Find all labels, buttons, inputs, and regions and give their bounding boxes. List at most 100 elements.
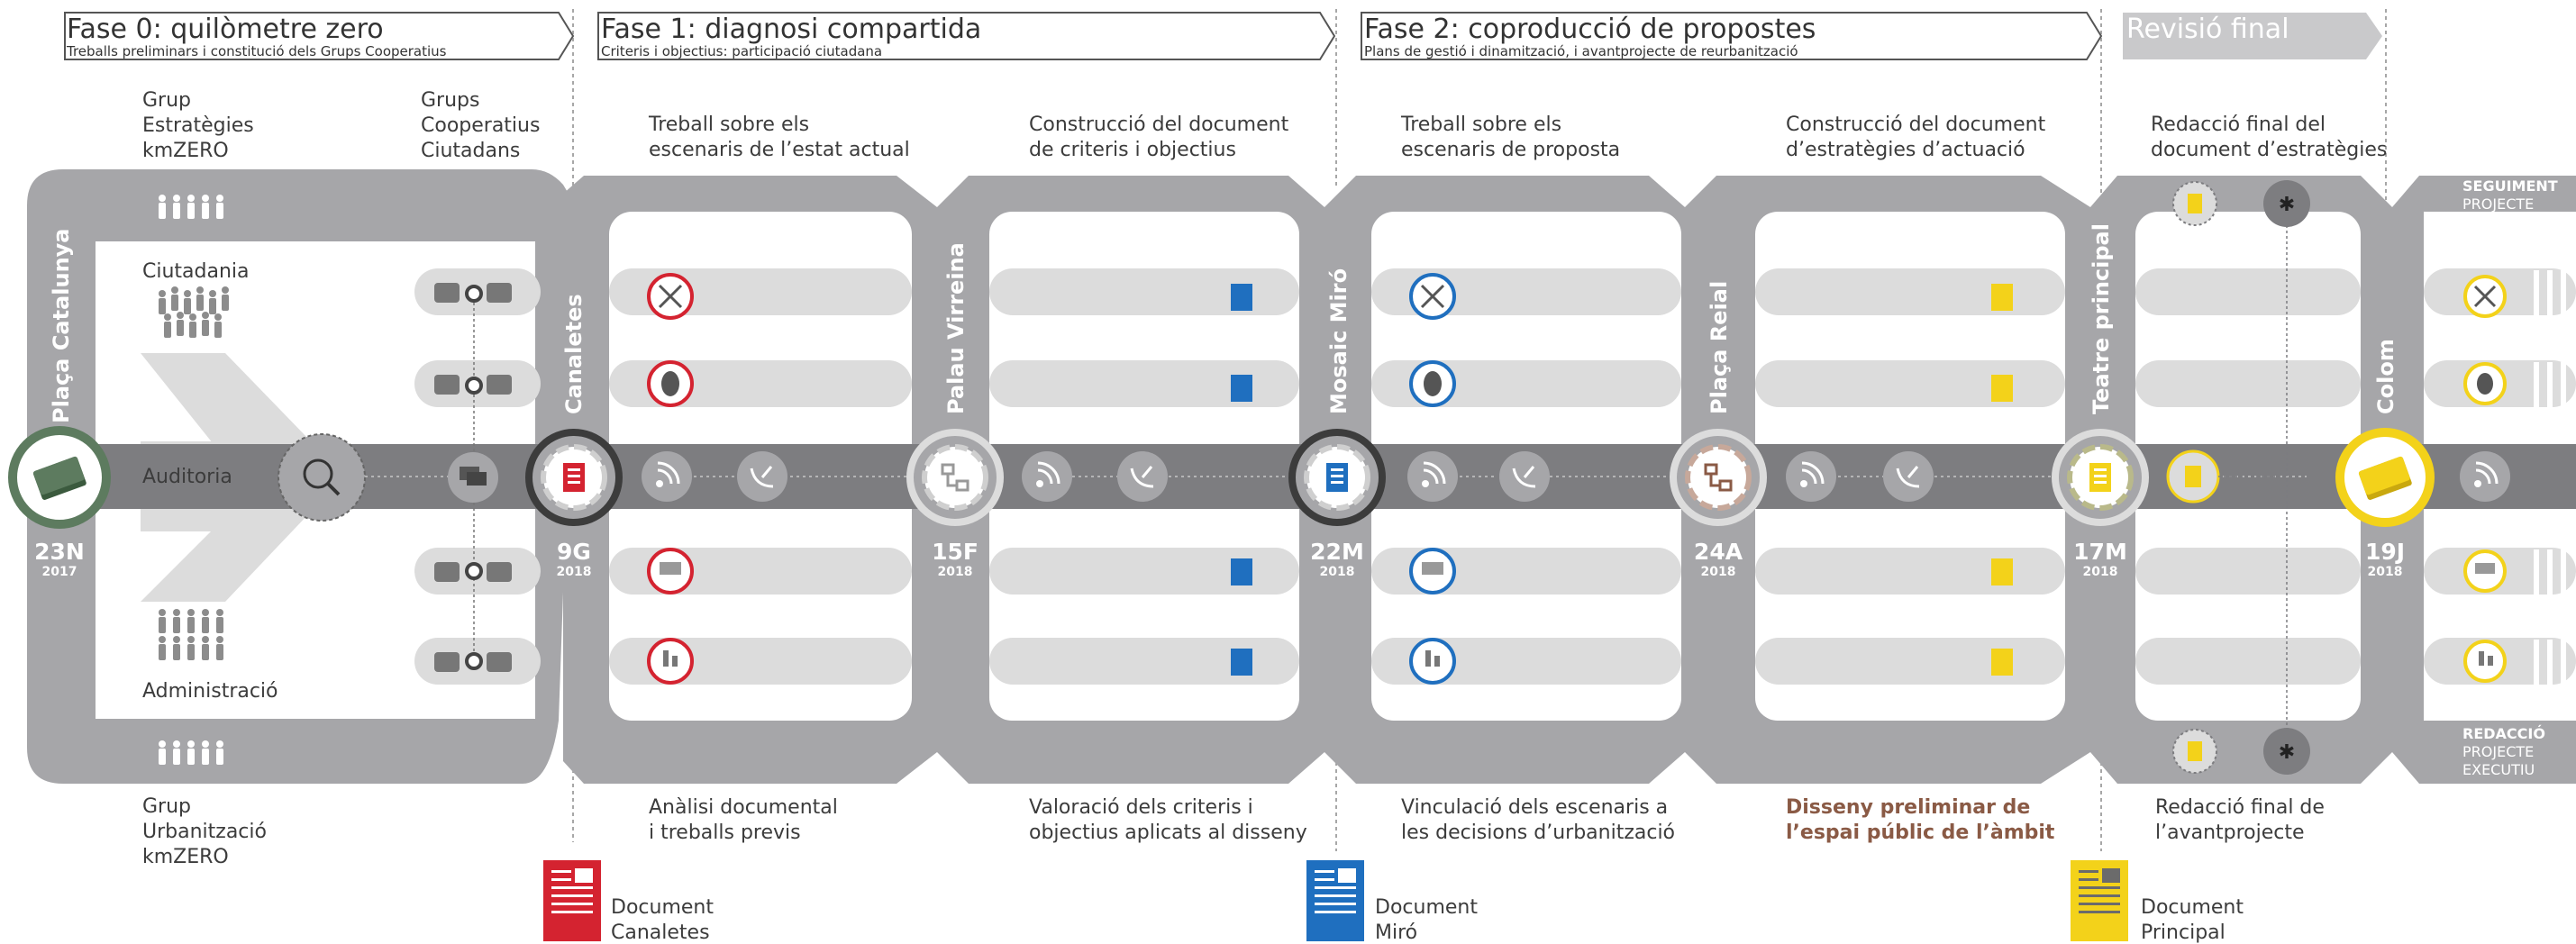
end-stripes — [2534, 270, 2566, 685]
lane-icons-yellow — [2463, 275, 2507, 683]
stage-year: 2017 — [42, 565, 77, 579]
svg-text:EXECUTIU: EXECUTIU — [2462, 761, 2535, 778]
document-icon — [563, 463, 585, 492]
rss-feed-icon — [1786, 451, 1836, 502]
document-icon — [1326, 463, 1348, 492]
stage-name: Palau Virreina — [943, 242, 969, 414]
lane-icons-blue-docs — [1231, 284, 1252, 676]
document-icon — [1231, 375, 1252, 402]
label-grup-urbanitzacio: Grup Urbanització kmZERO — [142, 795, 273, 868]
rss-feed-icon — [1407, 451, 1458, 502]
stage-teatre-principal: Teatre principal 17M 2018 — [2052, 223, 2149, 579]
output-document-miro: Document Miró — [1306, 860, 1478, 944]
stage-mosaic-miro: Mosaic Miró 22M 2018 — [1288, 268, 1386, 579]
family-icon — [647, 638, 694, 685]
document-icon — [1231, 284, 1252, 311]
satellite-dish-icon — [1883, 451, 1934, 502]
stage-name: Canaletes — [561, 294, 587, 414]
svg-text:Miró: Miró — [1375, 921, 1417, 944]
stage-year: 2018 — [1701, 565, 1736, 579]
phase-title: Fase 0: quilòmetre zero — [67, 14, 384, 45]
stage-placa-reial: Plaça Reial 24A 2018 — [1670, 281, 1767, 579]
stage-palau-virreina: Palau Virreina 15F 2018 — [906, 242, 1004, 579]
stage-year: 2018 — [2368, 565, 2403, 579]
stage-year: 2018 — [2083, 565, 2118, 579]
stage-year: 2018 — [557, 565, 592, 579]
svg-text:EXECUTIU: EXECUTIU — [2462, 213, 2535, 231]
label-grups-cooperatius: Grups Cooperatius Ciutadans — [421, 89, 546, 162]
stage-date: 24A — [1694, 539, 1743, 565]
book-icon — [32, 456, 86, 500]
satellite-dish-icon — [1117, 451, 1168, 502]
phase-subtitle: Plans de gestió i dinamització, i avantp… — [1364, 43, 1798, 59]
stage-canaletes: Canaletes 9G 2018 — [525, 294, 623, 579]
document-icon — [2166, 449, 2220, 504]
flowchart-icon — [941, 463, 969, 492]
book-icon — [2358, 456, 2412, 500]
phase-title: Fase 1: diagnosi compartida — [601, 14, 981, 45]
document-icon — [2089, 463, 2111, 492]
document-icon — [1991, 375, 2013, 402]
stage-name: Colom — [2373, 339, 2399, 414]
lane-icons-yellow-docs — [1991, 284, 2013, 676]
document-icon — [1991, 558, 2013, 585]
axis-icons — [642, 449, 2510, 504]
document-icon — [1991, 284, 2013, 311]
stage-date: 9G — [557, 539, 591, 565]
stage-colom: Colom 19J 2018 — [2335, 339, 2435, 579]
document-icon — [1231, 558, 1252, 585]
phase-subtitle: Treballs preliminars i constitució dels … — [66, 43, 447, 59]
svg-text:PROJECTE: PROJECTE — [2462, 743, 2534, 760]
gear-icon — [2263, 180, 2310, 227]
label-grup-estrategies: Grup Estratègies kmZERO — [142, 89, 260, 162]
satellite-dish-icon — [1499, 451, 1550, 502]
label-administracio: Administració — [142, 680, 278, 703]
phase-title: Revisió final — [2126, 14, 2289, 45]
phase-header-3: Revisió final — [2123, 13, 2382, 59]
output-document-principal: Document Principal — [2071, 860, 2244, 944]
people-group-icon — [159, 740, 223, 765]
stage-name: Plaça Reial — [1707, 281, 1732, 414]
stage-placa-catalunya: Plaça Catalunya 23N 2017 — [8, 228, 111, 579]
family-icon — [2463, 640, 2507, 683]
people-group-icon — [159, 609, 223, 660]
document-icon — [1231, 649, 1252, 676]
rss-feed-icon — [2460, 451, 2510, 502]
gear-icon — [2263, 728, 2310, 775]
phase-header-1: Fase 1: diagnosi compartida Criteris i o… — [597, 12, 1336, 60]
chat-bubble-icon — [448, 452, 498, 503]
svg-text:Canaletes: Canaletes — [611, 921, 710, 944]
cooperative-groups — [434, 283, 512, 672]
side-tag-top: SEGUIMENT PROJECTE EXECUTIU — [2462, 177, 2558, 231]
people-group-icon — [159, 286, 229, 338]
stage-name: Mosaic Miró — [1326, 268, 1352, 414]
output-document-canaletes: Document Canaletes — [543, 860, 714, 944]
rss-feed-icon — [1022, 451, 1072, 502]
stage-name: Teatre principal — [2089, 223, 2114, 414]
stage-date: 15F — [932, 539, 979, 565]
svg-text:✱: ✱ — [2279, 194, 2295, 216]
svg-text:PROJECTE: PROJECTE — [2462, 195, 2534, 213]
rss-feed-icon — [642, 451, 692, 502]
label-auditoria: Auditoria — [142, 466, 232, 488]
svg-text:Document: Document — [611, 896, 714, 919]
stage-year: 2018 — [1320, 565, 1355, 579]
stage-year: 2018 — [938, 565, 973, 579]
stage-date: 17M — [2073, 539, 2127, 565]
stage-date: 22M — [1310, 539, 1364, 565]
magnifier-icon — [278, 433, 366, 522]
side-tag-bottom: REDACCIÓ PROJECTE EXECUTIU — [2462, 725, 2545, 778]
phase-title: Fase 2: coproducció de propostes — [1364, 14, 1816, 45]
phase-header-2: Fase 2: coproducció de propostes Plans d… — [1361, 12, 2103, 60]
flowchart-icon — [1704, 463, 1733, 492]
svg-text:Document: Document — [2141, 896, 2244, 919]
